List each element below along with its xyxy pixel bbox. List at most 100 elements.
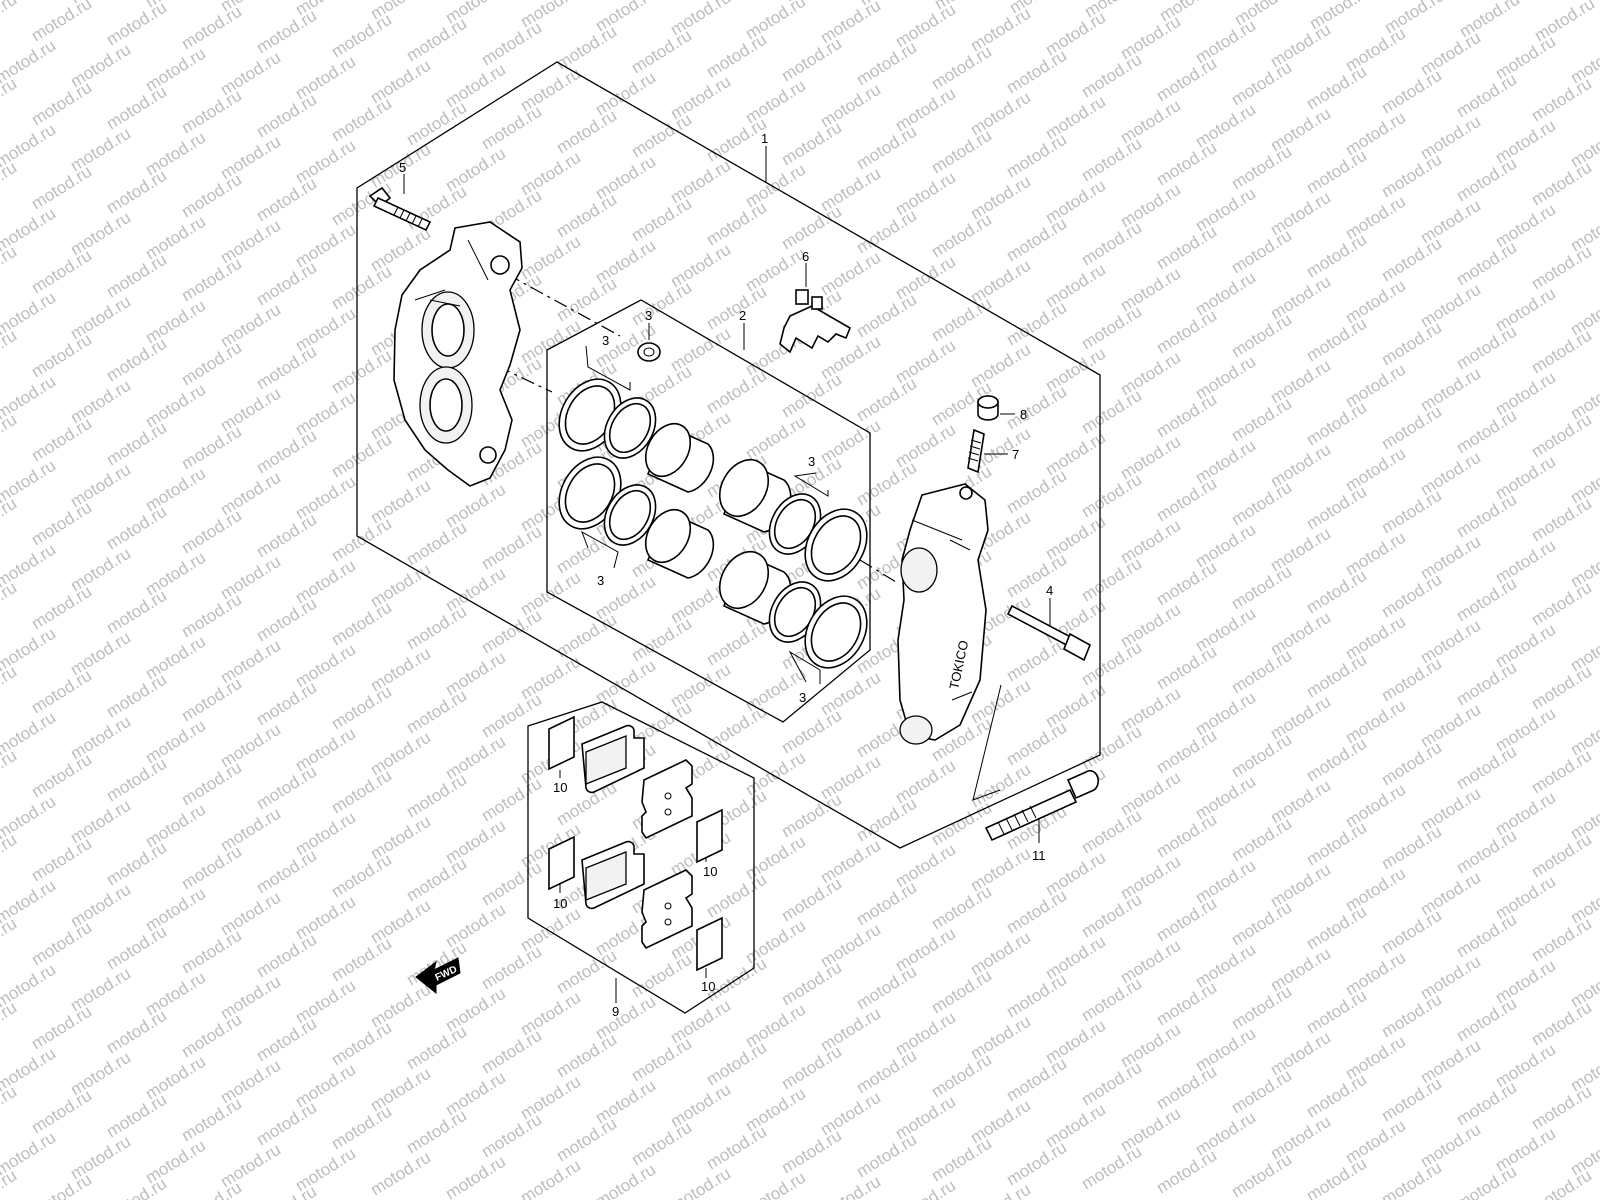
watermark-text: motod.ru <box>778 958 845 1010</box>
watermark-text: motod.ru <box>1228 478 1295 530</box>
watermark-text: motod.ru <box>1378 318 1445 370</box>
watermark-text: motod.ru <box>1228 58 1295 110</box>
watermark-text: motod.ru <box>178 86 245 138</box>
watermark-text: motod.ru <box>1303 986 1370 1038</box>
watermark-text: motod.ru <box>517 1156 584 1200</box>
watermark-text: motod.ru <box>0 1166 20 1200</box>
watermark-text: motod.ru <box>778 118 845 170</box>
watermark-text: motod.ru <box>1528 326 1595 378</box>
watermark-text: motod.ru <box>1228 982 1295 1034</box>
watermark-text: motod.ru <box>1303 1154 1370 1200</box>
watermark-text: motod.ru <box>1303 62 1370 114</box>
watermark-text: motod.ru <box>328 1018 395 1070</box>
brake-pad-c <box>581 840 645 910</box>
watermark-text: motod.ru <box>178 422 245 474</box>
watermark-text: motod.ru <box>1078 1058 1145 1110</box>
watermark-text: motod.ru <box>28 414 95 466</box>
watermark-text: motod.ru <box>628 1118 695 1170</box>
watermark-text: motod.ru <box>1453 658 1520 710</box>
watermark-text: motod.ru <box>1003 1054 1070 1106</box>
watermark-text: motod.ru <box>553 1114 620 1166</box>
watermark-text: motod.ru <box>103 1174 170 1200</box>
watermark-text: motod.ru <box>1153 390 1220 442</box>
shim-10d <box>696 916 723 972</box>
watermark-text: motod.ru <box>0 0 20 41</box>
watermark-text: motod.ru <box>442 1152 509 1200</box>
watermark-text: motod.ru <box>1453 1078 1520 1130</box>
watermark-text: motod.ru <box>928 1050 995 1102</box>
watermark-text: motod.ru <box>1378 654 1445 706</box>
watermark-text: motod.ru <box>28 918 95 970</box>
watermark-text: motod.ru <box>1078 302 1145 354</box>
watermark-text: motod.ru <box>1228 1066 1295 1118</box>
watermark-text: motod.ru <box>103 670 170 722</box>
watermark-text: motod.ru <box>0 326 20 378</box>
watermark-text: motod.ru <box>1528 158 1595 210</box>
watermark-text: motod.ru <box>1303 146 1370 198</box>
seal-ring-3f <box>804 508 868 582</box>
watermark-text: motod.ru <box>1453 406 1520 458</box>
callout-10-b: 10 <box>703 864 717 879</box>
washer-3 <box>637 342 661 362</box>
watermark-text: motod.ru <box>1453 322 1520 374</box>
watermark-text: motod.ru <box>1303 566 1370 618</box>
watermark-text: motod.ru <box>253 6 320 58</box>
watermark-text: motod.ru <box>328 10 395 62</box>
watermark-text: motod.ru <box>1153 558 1220 610</box>
watermark-text: motod.ru <box>1453 742 1520 794</box>
watermark-text: motod.ru <box>403 1022 470 1074</box>
watermark-text: motod.ru <box>328 262 395 314</box>
bolt-5 <box>368 186 432 232</box>
watermark-text: motod.ru <box>178 1010 245 1062</box>
watermark-text: motod.ru <box>1378 822 1445 874</box>
shim-10a <box>548 715 575 771</box>
watermark-text: motod.ru <box>1528 830 1595 882</box>
brake-pad-d <box>641 869 693 950</box>
watermark-text: motod.ru <box>853 794 920 846</box>
watermark-text: motod.ru <box>1303 230 1370 282</box>
watermark-text: motod.ru <box>478 522 545 574</box>
watermark-text: motod.ru <box>1453 1162 1520 1200</box>
assembly-box-1 <box>356 61 1101 849</box>
watermark-text: motod.ru <box>1003 46 1070 98</box>
watermark-text: motod.ru <box>1528 746 1595 798</box>
watermark-text: motod.ru <box>178 2 245 54</box>
watermark-text: motod.ru <box>103 166 170 218</box>
watermark-text: motod.ru <box>853 290 920 342</box>
watermark-text: motod.ru <box>1378 990 1445 1042</box>
watermark-text: motod.ru <box>553 1030 620 1082</box>
watermark-text: motod.ru <box>853 38 920 90</box>
watermark-text: motod.ru <box>103 82 170 134</box>
watermark-text: motod.ru <box>1228 730 1295 782</box>
watermark-text: motod.ru <box>628 26 695 78</box>
watermark-text: motod.ru <box>0 578 20 630</box>
watermark-text: motod.ru <box>28 1170 95 1200</box>
watermark-text: motod.ru <box>328 346 395 398</box>
watermark-text: motod.ru <box>103 418 170 470</box>
pad-spring-6 <box>779 289 851 354</box>
watermark-text: motod.ru <box>1303 902 1370 954</box>
watermark-text: motod.ru <box>478 942 545 994</box>
watermark-text: motod.ru <box>742 1168 809 1200</box>
watermark-text: motod.ru <box>478 1026 545 1078</box>
watermark-text: motod.ru <box>778 1126 845 1178</box>
watermark-text: motod.ru <box>328 1102 395 1154</box>
watermark-text: motod.ru <box>328 850 395 902</box>
watermark-text: motod.ru <box>1453 826 1520 878</box>
watermark-text: motod.ru <box>1003 718 1070 770</box>
watermark-text: motod.ru <box>478 690 545 742</box>
watermark-text: motod.ru <box>178 254 245 306</box>
watermark-text: motod.ru <box>928 42 995 94</box>
watermark-text: motod.ru <box>592 1160 659 1200</box>
watermark-text: motod.ru <box>1303 734 1370 786</box>
watermark-text: motod.ru <box>253 426 320 478</box>
watermark-text: motod.ru <box>928 1134 995 1186</box>
watermark-text: motod.ru <box>103 250 170 302</box>
watermark-text: motod.ru <box>0 1082 20 1134</box>
watermark-text: motod.ru <box>403 518 470 570</box>
watermark-text: motod.ru <box>0 998 20 1050</box>
watermark-text: motod.ru <box>1528 662 1595 714</box>
watermark-text: motod.ru <box>1453 490 1520 542</box>
watermark-text: motod.ru <box>253 1014 320 1066</box>
callout-3-c: 3 <box>597 573 604 588</box>
